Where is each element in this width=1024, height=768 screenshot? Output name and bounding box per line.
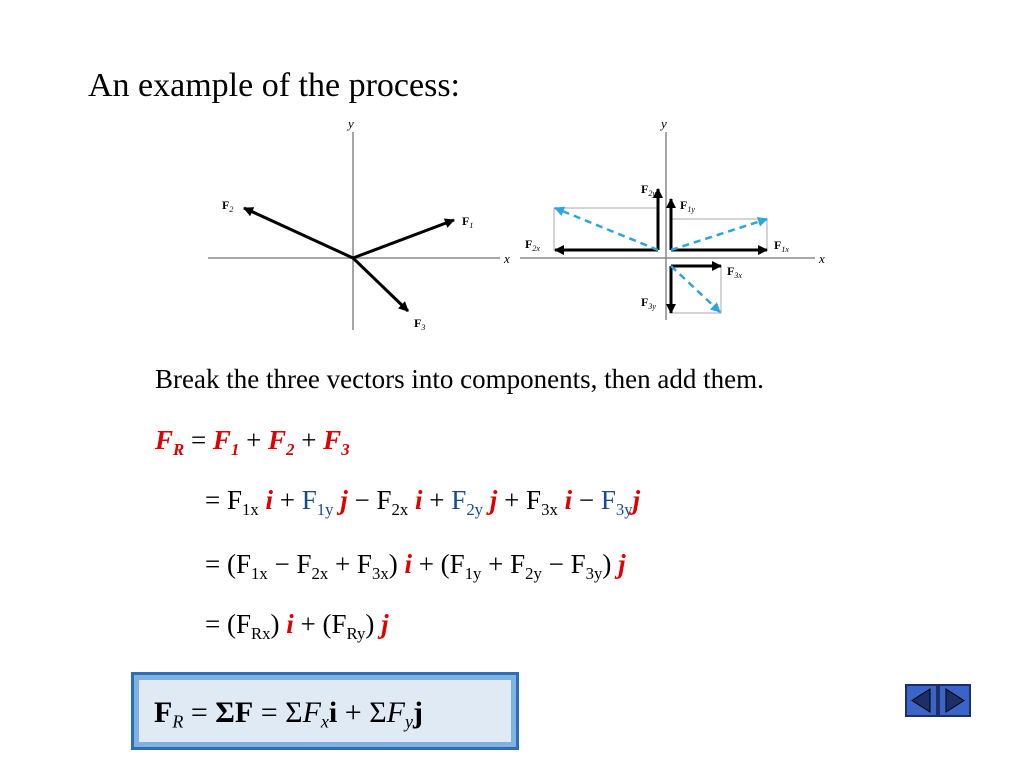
summary-formula: FR = ΣF = ΣFxi + ΣFyj xyxy=(154,696,423,732)
label-f3: F3 xyxy=(414,316,425,332)
label-f2x: F2x xyxy=(525,237,540,253)
y-axis-label: y xyxy=(659,116,667,131)
instruction-text: Break the three vectors into components,… xyxy=(155,364,764,394)
label-f3y: F3y xyxy=(641,295,656,311)
label-f1y: F1y xyxy=(680,198,695,214)
previous-slide-button[interactable] xyxy=(905,684,938,717)
label-f3x: F3x xyxy=(727,264,742,280)
component-diagram-right: x y F2y F1y F2x F1x F3x F3y xyxy=(520,116,825,320)
label-f1: F1 xyxy=(462,214,473,230)
label-f1x: F1x xyxy=(774,238,789,254)
dashed-f1 xyxy=(670,217,768,252)
equation-fr: FR = F1 + F2 + F3 xyxy=(155,425,350,459)
x-axis-label: x xyxy=(503,251,510,266)
slide-title: An example of the process: xyxy=(88,67,460,104)
y-axis-label: y xyxy=(346,116,354,131)
vector-diagram-left: x y F1 F2 F3 xyxy=(208,116,510,332)
vector-f1 xyxy=(352,218,455,260)
x-axis-label: x xyxy=(818,251,825,266)
next-slide-button[interactable] xyxy=(938,684,971,717)
label-f2: F2 xyxy=(222,198,233,214)
equation-grouped: = (F1x − F2x + F3x) i + (F1y + F2y − F3y… xyxy=(205,549,626,583)
dashed-f3 xyxy=(670,265,721,313)
vector-f3 xyxy=(351,256,410,313)
vector-f2 xyxy=(243,206,354,260)
triangle-left-icon xyxy=(911,688,931,713)
formula-box: FR = ΣF = ΣFxi + ΣFyj xyxy=(131,672,519,750)
label-f2y: F2y xyxy=(641,182,656,198)
dashed-f2 xyxy=(554,206,659,252)
equation-expanded: = F1x i + F1y j − F2x i + F2y j + F3x i … xyxy=(205,485,641,519)
triangle-right-icon xyxy=(945,688,965,713)
equation-result: = (FRx) i + (FRy) j xyxy=(205,609,389,643)
